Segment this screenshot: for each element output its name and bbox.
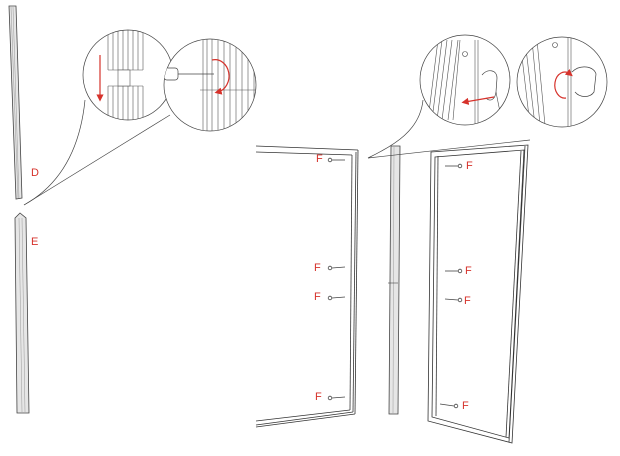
detail-pull-pin [427,39,501,125]
part-label-d: D [31,167,39,179]
hardware-label-f: F [462,400,469,412]
hardware-label-f: F [466,160,473,172]
panel-right [427,144,529,444]
panel-left [255,145,359,428]
hardware-label-f: F [464,295,471,307]
detail-rotate [519,38,597,127]
callout-join-posts [23,29,257,206]
right-panel-hardware [439,163,463,409]
left-panel-hardware [327,157,346,401]
hardware-label-f: F [314,291,321,303]
callout-attach-panel [367,34,608,159]
hardware-label-f: F [315,391,322,403]
hardware-label-f: F [316,153,323,165]
center-post [388,145,401,415]
part-label-e: E [31,236,39,248]
post-d [8,5,23,200]
post-e [14,212,30,414]
hardware-label-f: F [314,262,321,274]
hardware-label-f: F [465,265,472,277]
